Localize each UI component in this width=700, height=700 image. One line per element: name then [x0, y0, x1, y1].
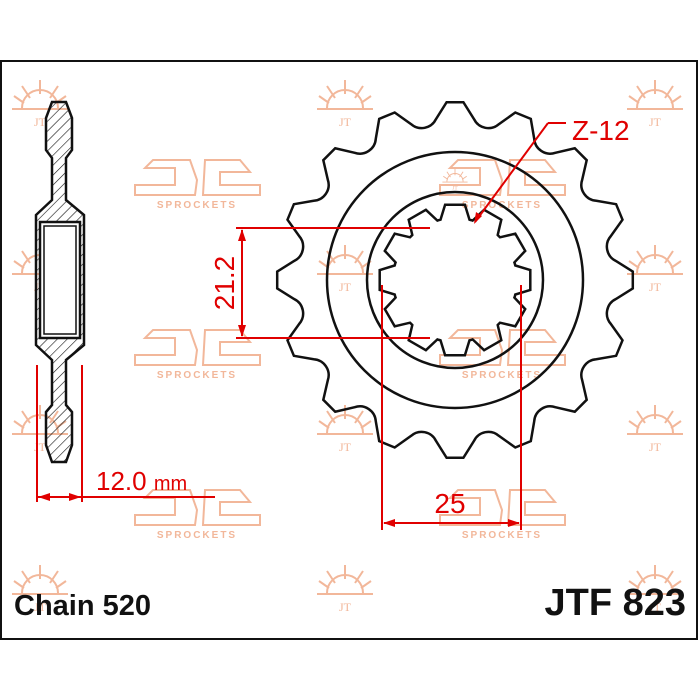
thickness-unit: mm [154, 473, 187, 495]
watermark-sun-icon [316, 244, 374, 295]
watermark-layer [11, 79, 684, 615]
thickness-value: 12.0 [96, 466, 147, 496]
inner-circle [365, 190, 545, 370]
side-profile [34, 100, 86, 464]
spline-bore [378, 203, 532, 357]
bore-width-label: 25 [434, 488, 465, 519]
teeth-count-label: Z-12 [572, 115, 630, 146]
dimensions [36, 122, 566, 530]
part-number: JTF 823 [544, 582, 686, 624]
chain-size-label: Chain 520 [14, 590, 151, 622]
watermark-sun-icon [626, 244, 684, 295]
profile-bore [38, 220, 82, 340]
sprocket-outline [275, 100, 635, 460]
watermark-sun-icon [626, 404, 684, 455]
watermark-sun-icon [316, 564, 374, 615]
watermark-sun-icon [316, 404, 374, 455]
thickness-label: 12.0 mm [96, 466, 187, 496]
sprocket-face [275, 100, 635, 460]
drawing-frame [0, 60, 698, 640]
watermark-logo [134, 159, 261, 212]
hub-circle [325, 150, 585, 410]
watermark-sun-icon [626, 79, 684, 130]
watermark-sun-icon [316, 79, 374, 130]
spline-diameter-label: 21.2 [209, 256, 240, 311]
